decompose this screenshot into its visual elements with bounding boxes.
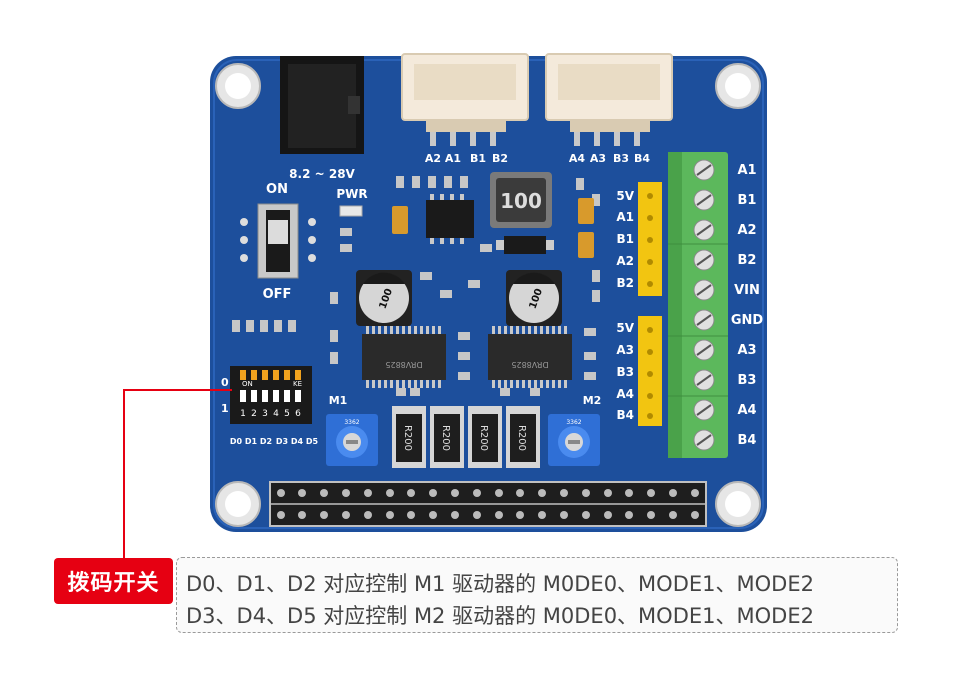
- dip-zero-label: 0: [221, 376, 229, 389]
- mounting-hole-tl: [215, 63, 261, 109]
- svg-text:D2: D2: [260, 437, 272, 446]
- svg-text:5V: 5V: [616, 189, 634, 203]
- sense-resistors: R200 R200 R200 R200: [392, 406, 540, 468]
- inductor: 100: [490, 172, 552, 228]
- svg-text:B3: B3: [613, 152, 629, 165]
- svg-text:DRV8825: DRV8825: [511, 360, 548, 369]
- svg-text:3362: 3362: [566, 419, 581, 426]
- svg-text:D3: D3: [276, 437, 288, 446]
- diode: [496, 236, 554, 254]
- svg-text:5: 5: [284, 409, 290, 419]
- svg-text:A4: A4: [616, 387, 634, 401]
- mounting-hole-br: [715, 481, 761, 527]
- svg-text:B3: B3: [738, 373, 757, 388]
- svg-text:2: 2: [251, 409, 257, 419]
- terminal-block: [668, 152, 728, 458]
- svg-text:B3: B3: [617, 365, 635, 379]
- dc-power-jack: [280, 56, 364, 154]
- callout-line-2: D3、D4、D5 对应控制 M2 驱动器的 M0DE0、MODE1、MODE2: [186, 604, 814, 628]
- svg-text:B2: B2: [738, 253, 757, 268]
- svg-text:D1: D1: [245, 437, 258, 446]
- input-voltage-label: 8.2 ~ 28V: [289, 167, 355, 181]
- pwr-label: PWR: [336, 187, 367, 201]
- capacitor-2: 100: [506, 270, 562, 326]
- svg-text:VIN: VIN: [734, 283, 760, 298]
- svg-text:A2: A2: [737, 223, 756, 238]
- capacitor-1: 100: [356, 270, 412, 326]
- callout-line-1: D0、D1、D2 对应控制 M1 驱动器的 M0DE0、MODE1、MODE2: [186, 572, 814, 596]
- connector-1-pin-labels: A2 A1 B1 B2: [425, 152, 508, 165]
- svg-text:ON: ON: [242, 380, 253, 388]
- svg-text:A3: A3: [590, 152, 606, 165]
- svg-text:B2: B2: [492, 152, 508, 165]
- svg-text:DRV8825: DRV8825: [385, 360, 422, 369]
- svg-text:100: 100: [500, 189, 542, 213]
- m2-label: M2: [583, 394, 602, 407]
- driver-chip-m1: DRV8825: [362, 326, 446, 388]
- svg-text:3362: 3362: [344, 419, 359, 426]
- svg-text:GND: GND: [731, 313, 764, 328]
- motor-connector-2: [545, 53, 673, 146]
- svg-text:B4: B4: [634, 152, 650, 165]
- driver-chip-m2: DRV8825: [488, 326, 572, 388]
- svg-text:1: 1: [240, 409, 246, 419]
- switch-on-label: ON: [266, 182, 288, 197]
- tantalum-caps: [392, 198, 594, 258]
- pcb-board: [210, 56, 767, 532]
- regulator-chip: [426, 194, 474, 244]
- svg-text:A1: A1: [737, 163, 756, 178]
- pin-header-2: [638, 316, 662, 426]
- svg-text:A4: A4: [569, 152, 586, 165]
- svg-text:6: 6: [295, 409, 301, 419]
- connector-2-pin-labels: A4 A3 B3 B4: [569, 152, 650, 165]
- motor-connector-1: [401, 53, 529, 146]
- svg-text:A4: A4: [737, 403, 756, 418]
- potentiometer-m1: 3362: [326, 414, 378, 466]
- svg-text:A2: A2: [425, 152, 441, 165]
- svg-text:R200: R200: [402, 425, 413, 451]
- svg-text:R200: R200: [478, 425, 489, 451]
- callout-leader-line: [123, 389, 232, 558]
- svg-text:R200: R200: [516, 425, 527, 451]
- svg-text:B4: B4: [617, 408, 635, 422]
- svg-text:KE: KE: [293, 380, 302, 388]
- svg-text:R200: R200: [440, 425, 451, 451]
- dip-one-label: 1: [221, 402, 229, 415]
- gpio-header: [269, 481, 707, 527]
- mounting-hole-tr: [715, 63, 761, 109]
- svg-text:A2: A2: [616, 254, 634, 268]
- svg-text:A3: A3: [616, 343, 634, 357]
- svg-text:A3: A3: [737, 343, 756, 358]
- callout-tag: 拨码开关: [54, 558, 173, 604]
- pwr-led: [339, 205, 363, 217]
- svg-text:D4: D4: [291, 437, 304, 446]
- svg-text:B1: B1: [738, 193, 757, 208]
- switch-off-label: OFF: [263, 287, 292, 302]
- svg-text:B1: B1: [470, 152, 486, 165]
- m1-label: M1: [329, 394, 348, 407]
- svg-text:5V: 5V: [616, 321, 634, 335]
- mounting-hole-bl: [215, 481, 261, 527]
- svg-text:D0: D0: [230, 437, 243, 446]
- pin-header-1: [638, 182, 662, 296]
- power-slide-switch: [240, 203, 316, 279]
- callout-box: [176, 557, 898, 633]
- svg-text:B2: B2: [617, 276, 635, 290]
- svg-text:A1: A1: [445, 152, 461, 165]
- svg-text:4: 4: [273, 409, 279, 419]
- svg-text:D5: D5: [306, 437, 319, 446]
- svg-text:B4: B4: [738, 433, 757, 448]
- potentiometer-m2: 3362: [548, 414, 600, 466]
- svg-text:A1: A1: [616, 210, 634, 224]
- svg-text:3: 3: [262, 409, 268, 419]
- svg-text:B1: B1: [617, 232, 635, 246]
- smd-components: [232, 176, 600, 396]
